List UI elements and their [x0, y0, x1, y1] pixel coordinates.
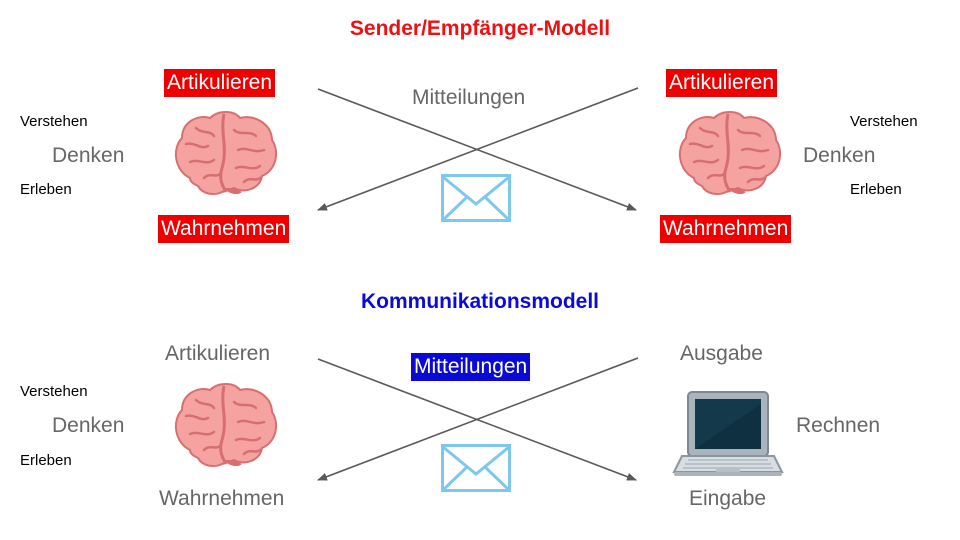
top-right-understand: Verstehen: [850, 113, 918, 130]
top-messages: Mitteilungen: [412, 86, 526, 109]
brain-icon: [174, 383, 278, 467]
bottom-title: Kommunikationsmodell: [360, 290, 600, 313]
bottom-right-compute: Rechnen: [796, 414, 881, 437]
laptop-icon: [672, 391, 784, 476]
arrow-bottom-right-to-left: [317, 357, 639, 481]
top-right-experience: Erleben: [850, 181, 902, 198]
bottom-left-experience: Erleben: [20, 452, 72, 469]
top-right-think: Denken: [803, 144, 876, 167]
top-left-experience: Erleben: [20, 181, 72, 198]
envelope-icon: [441, 444, 511, 492]
top-right-perceive: Wahrnehmen: [660, 215, 792, 243]
arrow-top-right-to-left: [317, 87, 639, 211]
brain-icon: [174, 111, 278, 195]
bottom-left-think: Denken: [52, 414, 125, 437]
brain-icon: [678, 111, 782, 195]
bottom-left-understand: Verstehen: [20, 383, 88, 400]
top-left-articulate: Artikulieren: [164, 69, 276, 97]
envelope-icon: [441, 174, 511, 222]
bottom-right-output: Ausgabe: [680, 342, 763, 365]
top-left-understand: Verstehen: [20, 113, 88, 130]
bottom-left-articulate: Artikulieren: [165, 342, 271, 365]
bottom-messages: Mitteilungen: [411, 353, 531, 381]
top-left-perceive: Wahrnehmen: [158, 215, 290, 243]
bottom-right-input: Eingabe: [689, 487, 767, 510]
top-right-articulate: Artikulieren: [666, 69, 778, 97]
top-title: Sender/Empfänger-Modell: [349, 17, 611, 40]
bottom-left-perceive: Wahrnehmen: [159, 487, 285, 510]
top-left-think: Denken: [52, 144, 125, 167]
